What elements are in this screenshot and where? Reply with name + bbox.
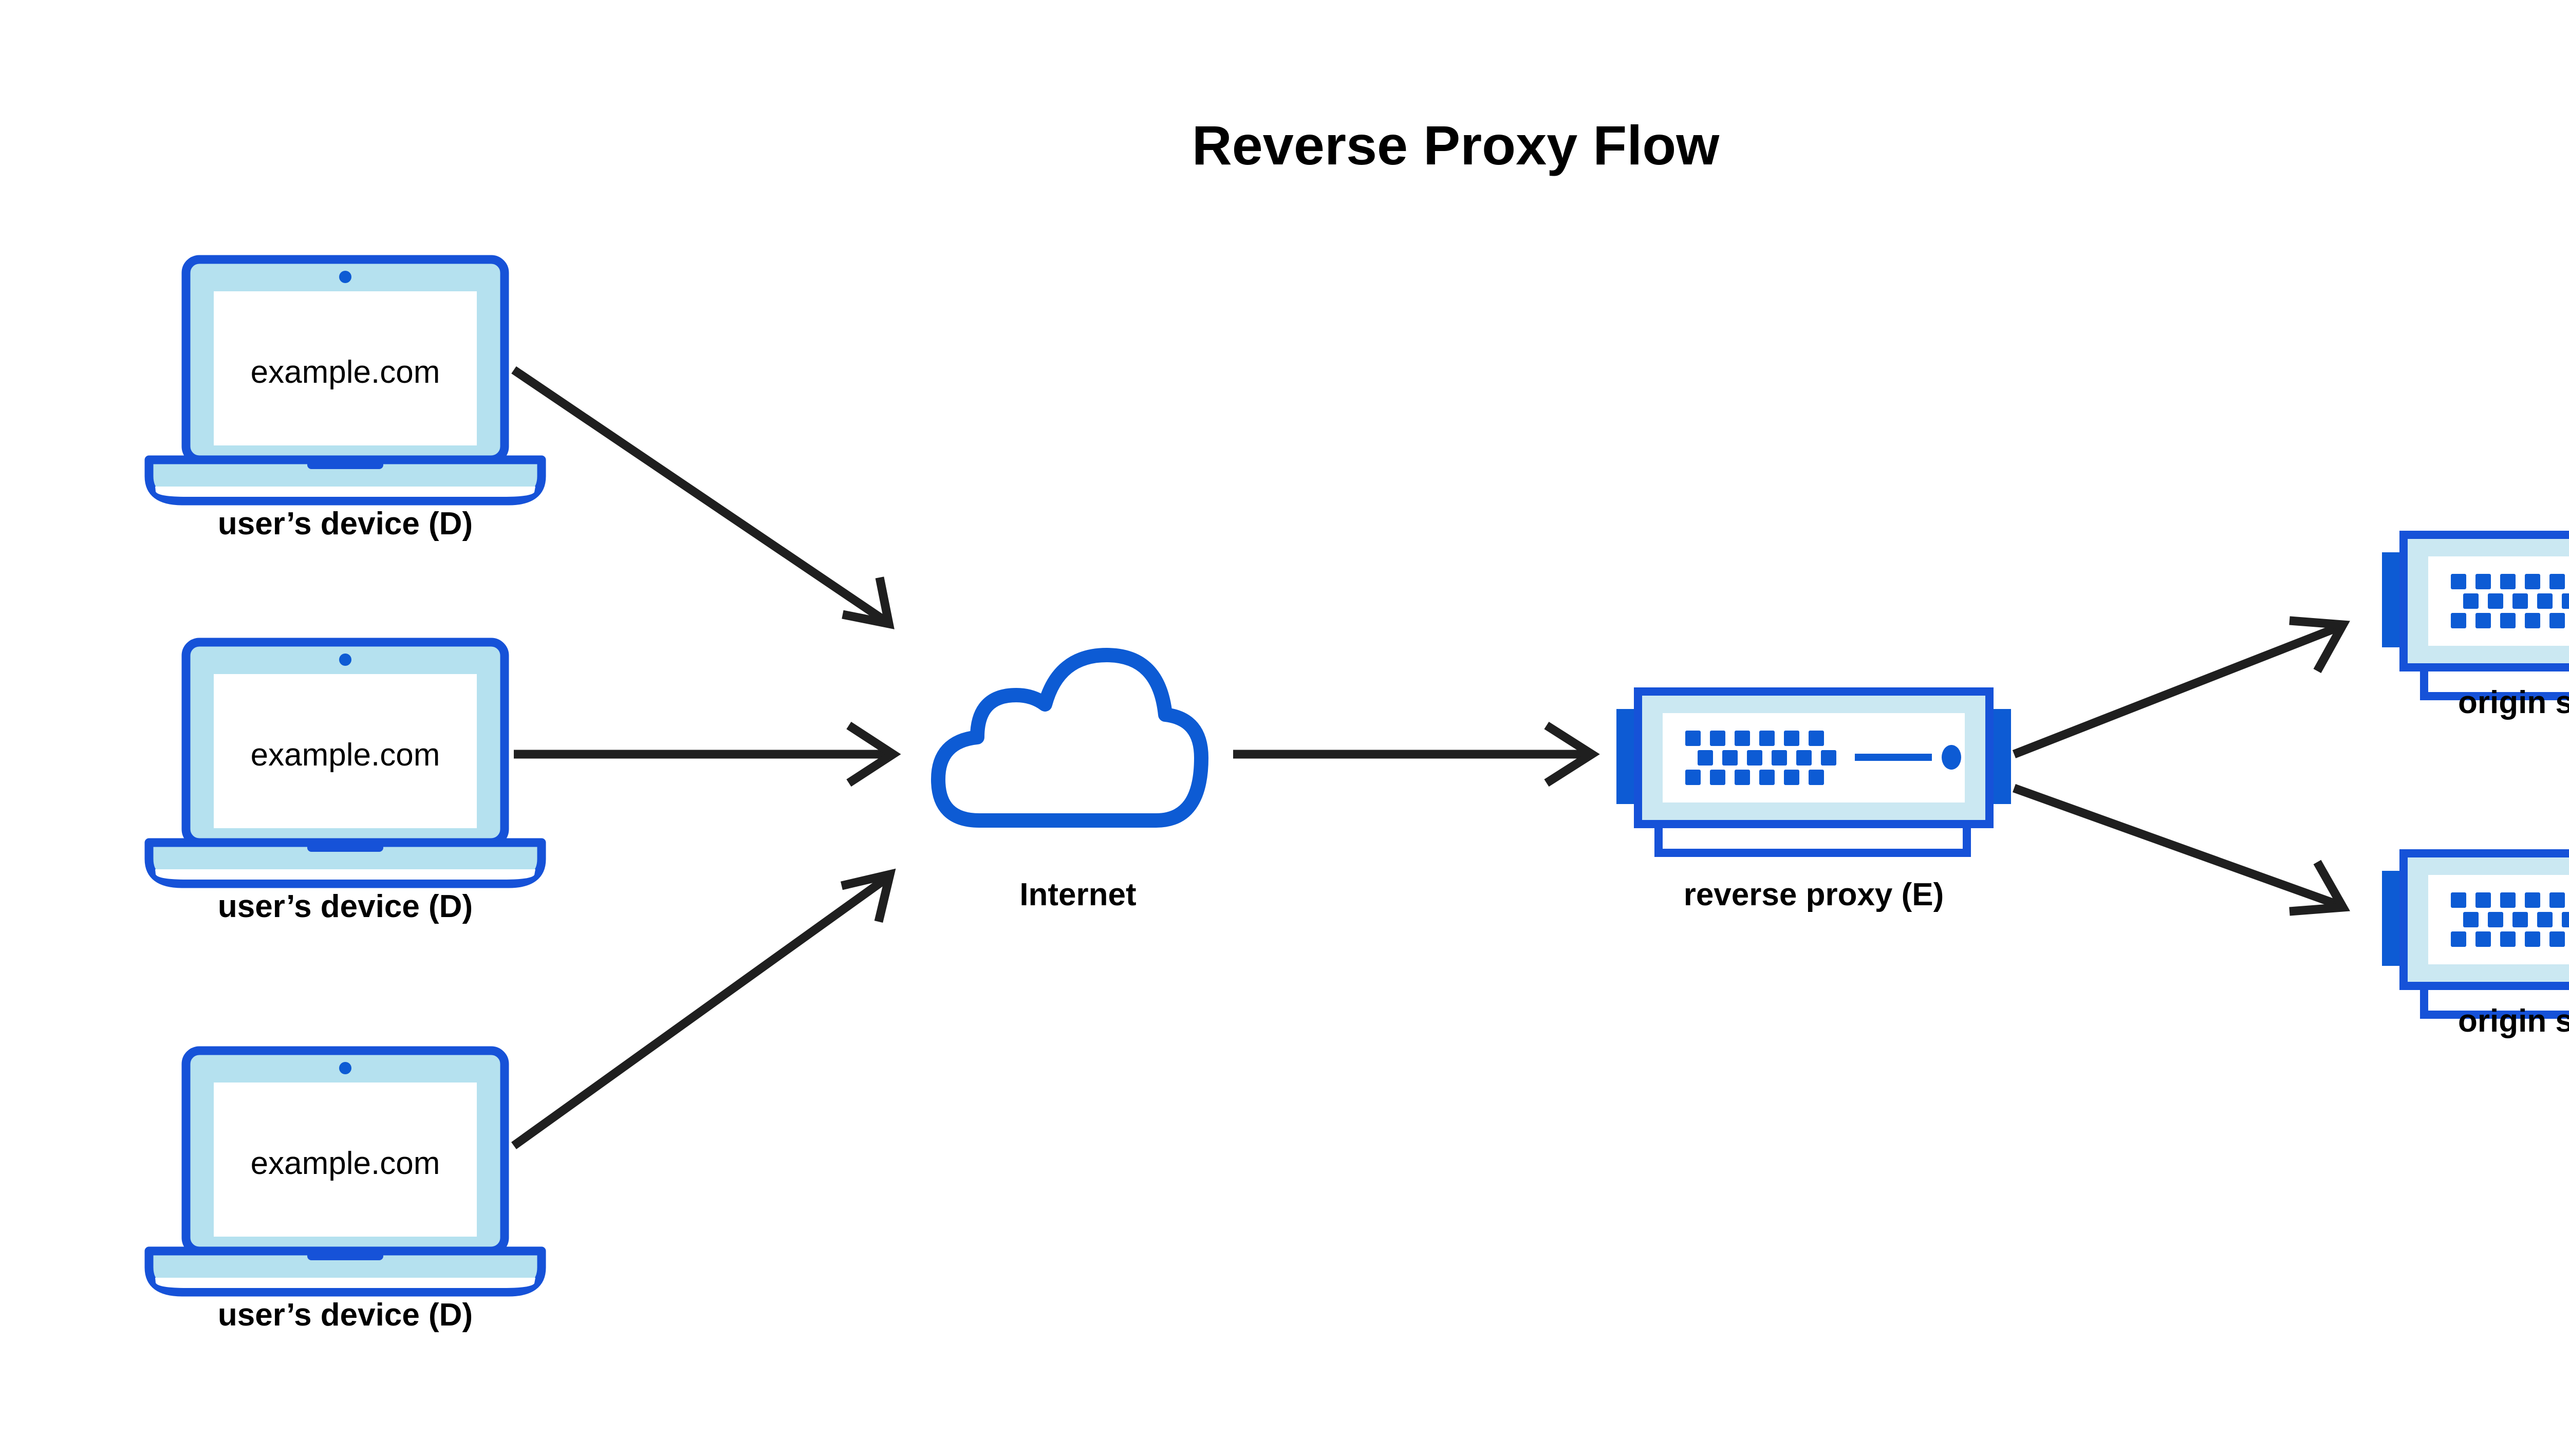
page-title: Reverse Proxy Flow — [1192, 114, 1720, 176]
client-screen-text: example.com — [251, 354, 440, 390]
cloud-icon — [938, 655, 1201, 820]
edge-proxy-to-origin-bottom — [2013, 784, 2351, 916]
client-screen-text: example.com — [251, 1146, 440, 1181]
edge-client-top-to-internet — [511, 366, 895, 629]
node-client-middle[interactable]: example.com user’s device (D) — [149, 642, 542, 924]
reverse-proxy-label: reverse proxy (E) — [1684, 877, 1944, 912]
node-client-bottom[interactable]: example.com user’s device (D) — [149, 1051, 542, 1333]
client-label: user’s device (D) — [218, 1297, 473, 1333]
internet-label: Internet — [1019, 877, 1136, 912]
edge-internet-to-proxy — [1233, 721, 1600, 787]
node-client-top[interactable]: example.com user’s device (D) — [149, 259, 542, 542]
server-icon — [1616, 692, 2011, 853]
node-origin-top[interactable]: origin server (F) — [2382, 535, 2569, 720]
server-icon — [2382, 853, 2569, 1015]
edge-proxy-to-origin-top — [2012, 616, 2350, 758]
node-reverse-proxy[interactable]: reverse proxy (E) — [1616, 692, 2011, 912]
client-label: user’s device (D) — [218, 889, 473, 924]
edges-layer — [511, 366, 2351, 1149]
server-icon — [2382, 535, 2569, 696]
origin-server-label: origin server (F) — [2458, 685, 2569, 720]
node-internet[interactable]: Internet — [938, 655, 1201, 912]
client-label: user’s device (D) — [218, 506, 473, 542]
edge-client-middle-to-internet — [514, 721, 901, 787]
edge-client-bottom-to-internet — [511, 868, 896, 1149]
client-screen-text: example.com — [251, 737, 440, 773]
origin-server-label: origin server (F) — [2458, 1003, 2569, 1039]
node-origin-bottom[interactable]: origin server (F) — [2382, 853, 2569, 1039]
